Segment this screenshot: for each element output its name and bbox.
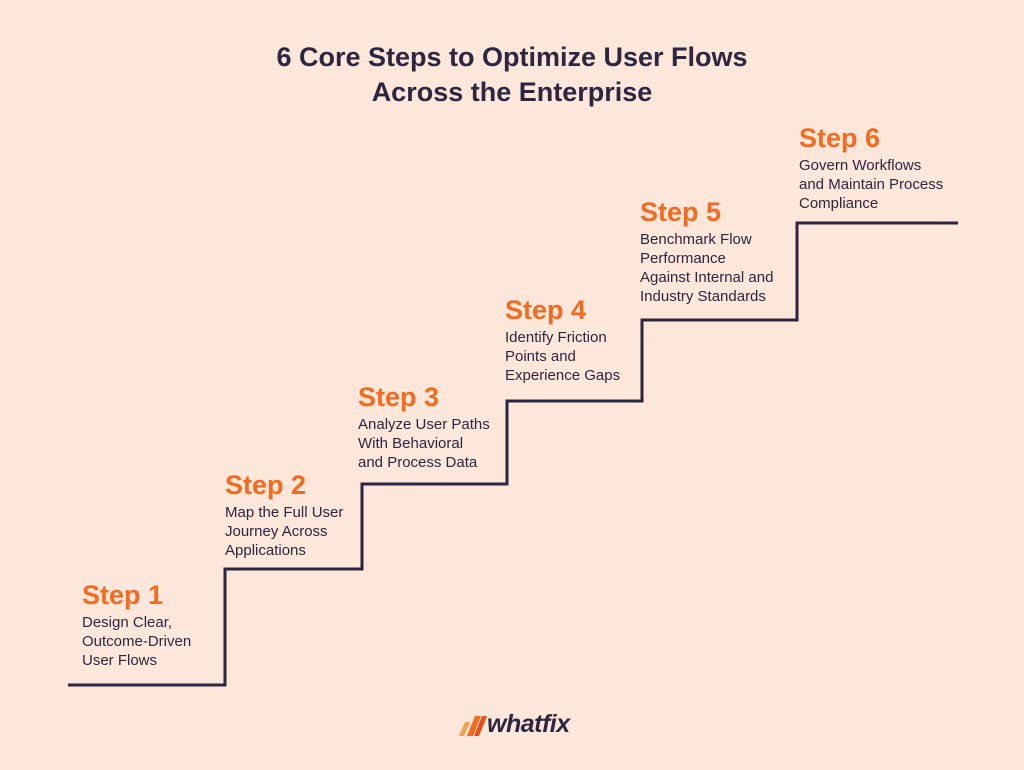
step-4: Step 4 Identify Friction Points and Expe… bbox=[505, 295, 620, 385]
step-5: Step 5 Benchmark Flow Performance Agains… bbox=[640, 197, 773, 306]
step-description: Identify Friction Points and Experience … bbox=[505, 329, 621, 384]
step-description: Analyze User Paths With Behavioral and P… bbox=[358, 416, 490, 471]
diagram-title: 6 Core Steps to Optimize User Flows Acro… bbox=[0, 40, 1024, 110]
step-2: Step 2 Map the Full User Journey Across … bbox=[225, 470, 343, 560]
step-label: Step 5 bbox=[640, 197, 722, 227]
step-description: Design Clear, Outcome-Driven User Flows bbox=[82, 614, 192, 669]
step-1: Step 1 Design Clear, Outcome-Driven User… bbox=[82, 580, 191, 670]
step-3: Step 3 Analyze User Paths With Behaviora… bbox=[358, 382, 490, 472]
title-line-1: 6 Core Steps to Optimize User Flows bbox=[276, 42, 748, 72]
step-label: Step 6 bbox=[799, 123, 881, 153]
logo-text: whatfix bbox=[487, 710, 570, 738]
step-description: Govern Workflows and Maintain Process Co… bbox=[799, 157, 944, 212]
step-label: Step 3 bbox=[358, 382, 440, 412]
title-line-2: Across the Enterprise bbox=[371, 77, 653, 107]
logo-mark-icon bbox=[459, 715, 487, 736]
step-label: Step 4 bbox=[505, 295, 587, 325]
step-label: Step 2 bbox=[225, 470, 307, 500]
step-description: Benchmark Flow Performance Against Inter… bbox=[640, 231, 774, 305]
whatfix-logo: whatfix bbox=[457, 710, 570, 739]
step-description: Map the Full User Journey Across Applica… bbox=[225, 504, 344, 559]
step-6: Step 6 Govern Workflows and Maintain Pro… bbox=[799, 123, 943, 213]
step-label: Step 1 bbox=[82, 580, 164, 610]
